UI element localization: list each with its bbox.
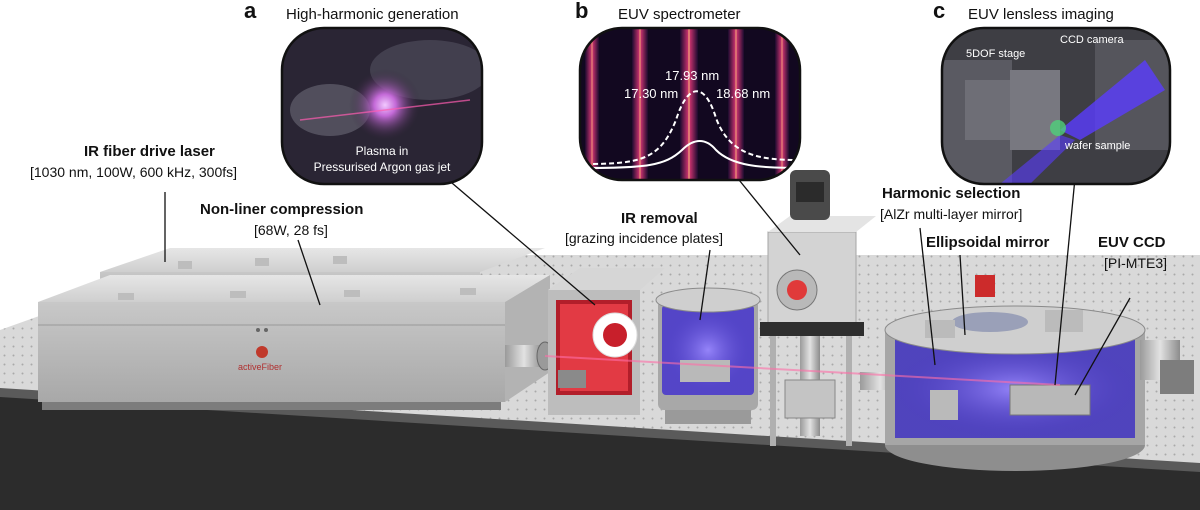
laser-brand-logo: activeFiber [238, 362, 283, 372]
inset-a-line2: Pressurised Argon gas jet [313, 160, 451, 174]
peak-label-left: 17.30 nm [624, 86, 679, 101]
hhg-chamber [548, 268, 665, 415]
inset-c-sample: wafer sample [1065, 140, 1131, 152]
compression-detail: [68W, 28 fs] [254, 222, 328, 238]
inset-hhg [282, 28, 482, 184]
harmonic-selection-detail: [AlZr multi-layer mirror] [880, 206, 1023, 222]
inset-spectrometer [580, 28, 800, 180]
spectrometer-tower [760, 170, 876, 446]
inset-c-stage: 5DOF stage [966, 48, 1026, 60]
imaging-chamber [884, 275, 1194, 471]
panel-letter-c: c [933, 0, 946, 23]
panel-letter-b: b [575, 0, 589, 23]
inset-a-line1: Plasma in [355, 144, 409, 158]
ir-removal-title: IR removal [621, 210, 698, 227]
panel-title-b: EUV spectrometer [618, 6, 741, 23]
compression-unit [38, 275, 550, 410]
inset-c-camera: CCD camera [1060, 34, 1124, 46]
inset-imaging [942, 28, 1170, 184]
drive-laser-title: IR fiber drive laser [84, 143, 215, 160]
table-edge [0, 395, 1200, 510]
panel-title-a: High-harmonic generation [286, 6, 459, 23]
harmonic-selection-title: Harmonic selection [882, 185, 1021, 202]
ir-removal-detail: [grazing incidence plates] [565, 230, 723, 246]
ir-removal-chamber [655, 287, 761, 424]
panel-title-c: EUV lensless imaging [968, 6, 1114, 23]
panel-letter-a: a [244, 0, 257, 23]
drive-laser-detail: [1030 nm, 100W, 600 kHz, 300fs] [30, 164, 238, 180]
compression-title: Non-liner compression [200, 201, 364, 218]
ellipsoidal-mirror-title: Ellipsoidal mirror [926, 234, 1050, 251]
peak-label-right: 18.68 nm [716, 86, 771, 101]
euv-ccd-detail: [PI-MTE3] [1104, 255, 1168, 271]
peak-label-mid: 17.93 nm [665, 68, 720, 83]
pointer-lines [164, 159, 1131, 396]
euv-ccd-title: EUV CCD [1098, 234, 1166, 251]
